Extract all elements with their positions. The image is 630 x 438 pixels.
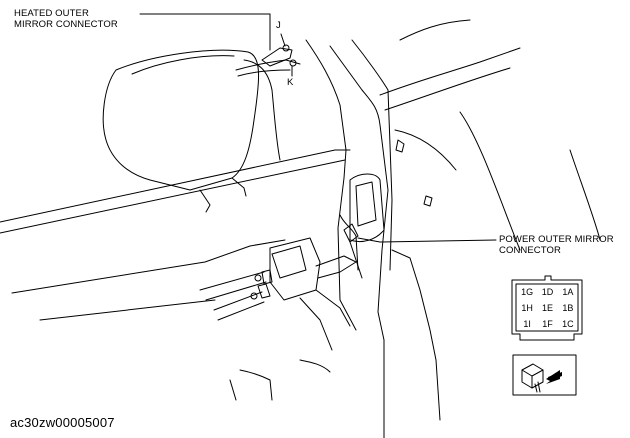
mirror-housing-back bbox=[243, 59, 281, 161]
label-j: J bbox=[276, 20, 281, 31]
trim-latch bbox=[339, 214, 359, 271]
leader-j bbox=[280, 33, 286, 47]
pin-label: 1A bbox=[562, 287, 574, 297]
rod-upper-tip bbox=[261, 269, 273, 285]
connector-orientation-wire bbox=[534, 381, 541, 393]
connector-orientation-arrow-shaft bbox=[548, 372, 562, 381]
trim-detail bbox=[355, 181, 377, 227]
regulator-face bbox=[271, 245, 307, 279]
body-panel-edge bbox=[569, 149, 601, 241]
body-panel-curve bbox=[399, 19, 471, 41]
mirror-glass-edge bbox=[131, 55, 235, 75]
label-k: K bbox=[287, 77, 294, 88]
mirror-housing bbox=[102, 49, 260, 191]
door-glass-edge bbox=[0, 149, 351, 223]
connector-orientation-block-top bbox=[521, 369, 544, 389]
heated-connector-end-j bbox=[282, 44, 290, 52]
heated-connector-body bbox=[261, 47, 293, 67]
rod-lower-joint bbox=[250, 292, 258, 300]
power-outer-mirror-connector-label-line-2: CONNECTOR bbox=[499, 245, 561, 256]
pillar-edge-2 bbox=[387, 89, 393, 271]
pin-label: 1C bbox=[562, 319, 574, 329]
connector-face-outline bbox=[511, 275, 583, 341]
body-panel-inner bbox=[394, 129, 457, 171]
door-pillar-rear bbox=[329, 45, 389, 438]
heated-outer-mirror-connector-label: HEATED OUTER MIRROR CONNECTOR bbox=[14, 8, 118, 30]
pin-label: 1B bbox=[562, 303, 574, 313]
connector-orientation-block bbox=[521, 363, 544, 389]
bolt-hole-2 bbox=[423, 195, 433, 207]
door-sill-line bbox=[11, 239, 286, 294]
rod-upper bbox=[199, 271, 267, 301]
door-lower-1 bbox=[239, 369, 273, 401]
pin-label: 1I bbox=[523, 319, 531, 329]
rod-upper-joint bbox=[254, 274, 262, 282]
pillar-edge-1 bbox=[351, 39, 389, 91]
body-panel-lower bbox=[391, 249, 441, 421]
heated-outer-mirror-connector-label-line-1: HEATED OUTER bbox=[14, 8, 89, 19]
pin-label: 1E bbox=[541, 303, 553, 313]
pin-label: 1G bbox=[521, 287, 534, 297]
pin-label: 1H bbox=[521, 303, 533, 313]
door-glass-edge-inner bbox=[0, 159, 346, 234]
door-lower-2 bbox=[299, 359, 331, 373]
heated-connector-leader bbox=[139, 13, 271, 51]
mirror-mount bbox=[199, 177, 247, 213]
trim-panel bbox=[349, 173, 385, 243]
heated-outer-mirror-connector-label-line-2: MIRROR CONNECTOR bbox=[14, 19, 118, 30]
rod-lower bbox=[213, 291, 265, 321]
heated-connector-wire bbox=[235, 59, 301, 71]
regulator-bracket bbox=[315, 255, 357, 279]
power-outer-mirror-connector-label: POWER OUTER MIRROR CONNECTOR bbox=[499, 234, 614, 256]
body-panel-top bbox=[379, 47, 521, 96]
body-panel-right bbox=[459, 111, 521, 251]
power-connector bbox=[343, 223, 359, 243]
pin-label: 1F bbox=[542, 319, 553, 329]
door-belt-line bbox=[39, 299, 216, 321]
regulator-arm-1 bbox=[299, 297, 333, 351]
connector-face-inner bbox=[515, 283, 579, 332]
power-connector-leader bbox=[357, 237, 497, 243]
pin-label: 1D bbox=[541, 287, 554, 297]
bolt-hole-1 bbox=[395, 139, 405, 153]
body-panel-upper bbox=[384, 67, 511, 111]
heated-connector-end-k bbox=[289, 59, 297, 67]
power-outer-mirror-connector-label-line-1: POWER OUTER MIRROR bbox=[499, 234, 614, 245]
figure-code-caption: ac30zw00005007 bbox=[10, 415, 115, 430]
door-lower-3 bbox=[229, 379, 237, 401]
connector-pin-grid: 1G 1D 1A 1H 1E 1B 1I 1F 1C bbox=[517, 285, 578, 331]
door-pillar-front bbox=[305, 39, 357, 331]
connector-orientation-box bbox=[512, 354, 577, 396]
heated-connector-wire-2 bbox=[237, 69, 291, 77]
power-connector-wire bbox=[349, 241, 363, 279]
rod-lower-tip bbox=[257, 283, 271, 299]
regulator-arm-2 bbox=[315, 289, 351, 327]
